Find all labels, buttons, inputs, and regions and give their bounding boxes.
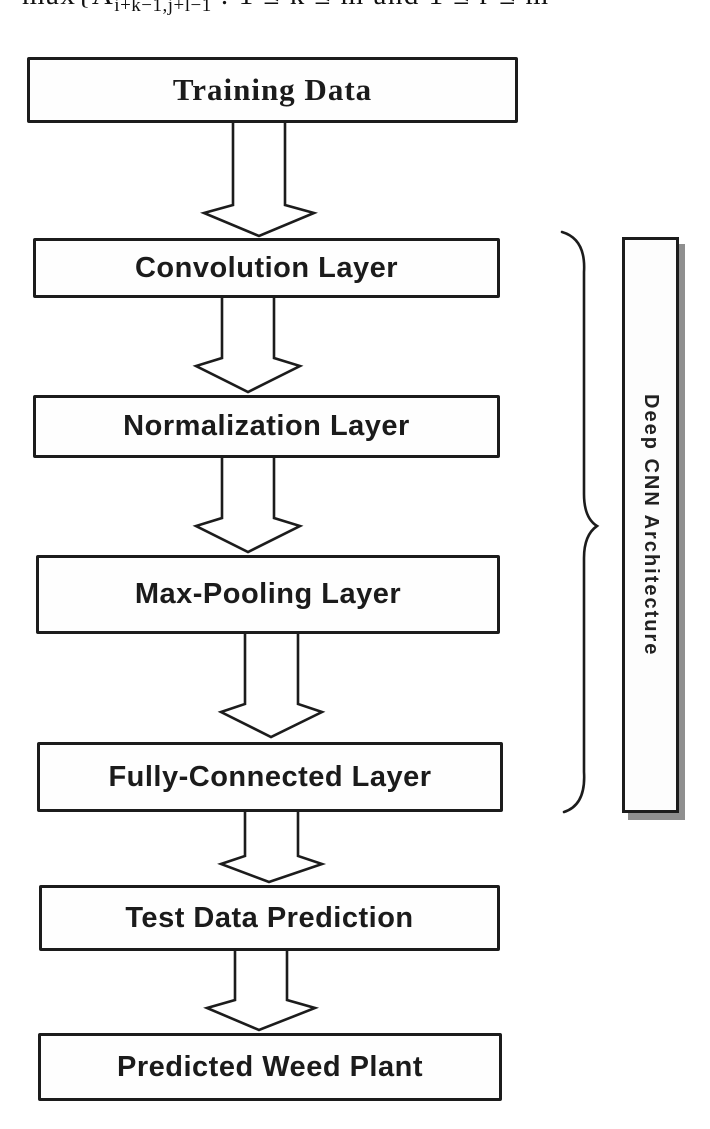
architecture-annotation-box: Deep CNN Architecture (622, 237, 679, 813)
down-arrow-icon (192, 458, 304, 554)
flow-box-label: Training Data (172, 72, 373, 107)
flow-box-training-data: Training Data (27, 57, 518, 123)
flow-box-label: Max-Pooling Layer (134, 578, 402, 610)
down-arrow-icon (217, 812, 327, 884)
flow-box-predicted-weed-plant: Predicted Weed Plant (38, 1033, 502, 1101)
down-arrow-icon (192, 297, 304, 394)
architecture-annotation-label: Deep CNN Architecture (640, 393, 662, 657)
flow-box-test-data-prediction: Test Data Prediction (39, 885, 500, 951)
formula-prefix: max{A (22, 0, 114, 11)
flow-box-label: Predicted Weed Plant (117, 1050, 423, 1083)
clipped-formula-text: max{Ai+k−1,j+l−1 : 1 ≤ k ≤ m and 1 ≤ r ≤… (22, 0, 710, 17)
down-arrow-icon (203, 951, 320, 1032)
down-arrow-icon (217, 634, 326, 739)
curly-brace-icon (560, 230, 600, 814)
flow-box-label: Test Data Prediction (125, 901, 414, 934)
flow-box-fully-connected-layer: Fully-Connected Layer (37, 742, 503, 812)
flow-box-convolution-layer: Convolution Layer (33, 238, 500, 298)
flow-box-normalization-layer: Normalization Layer (33, 395, 500, 458)
down-arrow-icon (200, 122, 318, 238)
flow-box-label: Fully-Connected Layer (108, 760, 432, 793)
flow-box-max-pooling-layer: Max-Pooling Layer (36, 555, 500, 634)
formula-subscript: i+k−1,j+l−1 (114, 0, 212, 16)
flow-box-label: Convolution Layer (134, 251, 399, 284)
flow-box-label: Normalization Layer (123, 410, 410, 442)
formula-suffix: : 1 ≤ k ≤ m and 1 ≤ r ≤ m (212, 0, 550, 11)
